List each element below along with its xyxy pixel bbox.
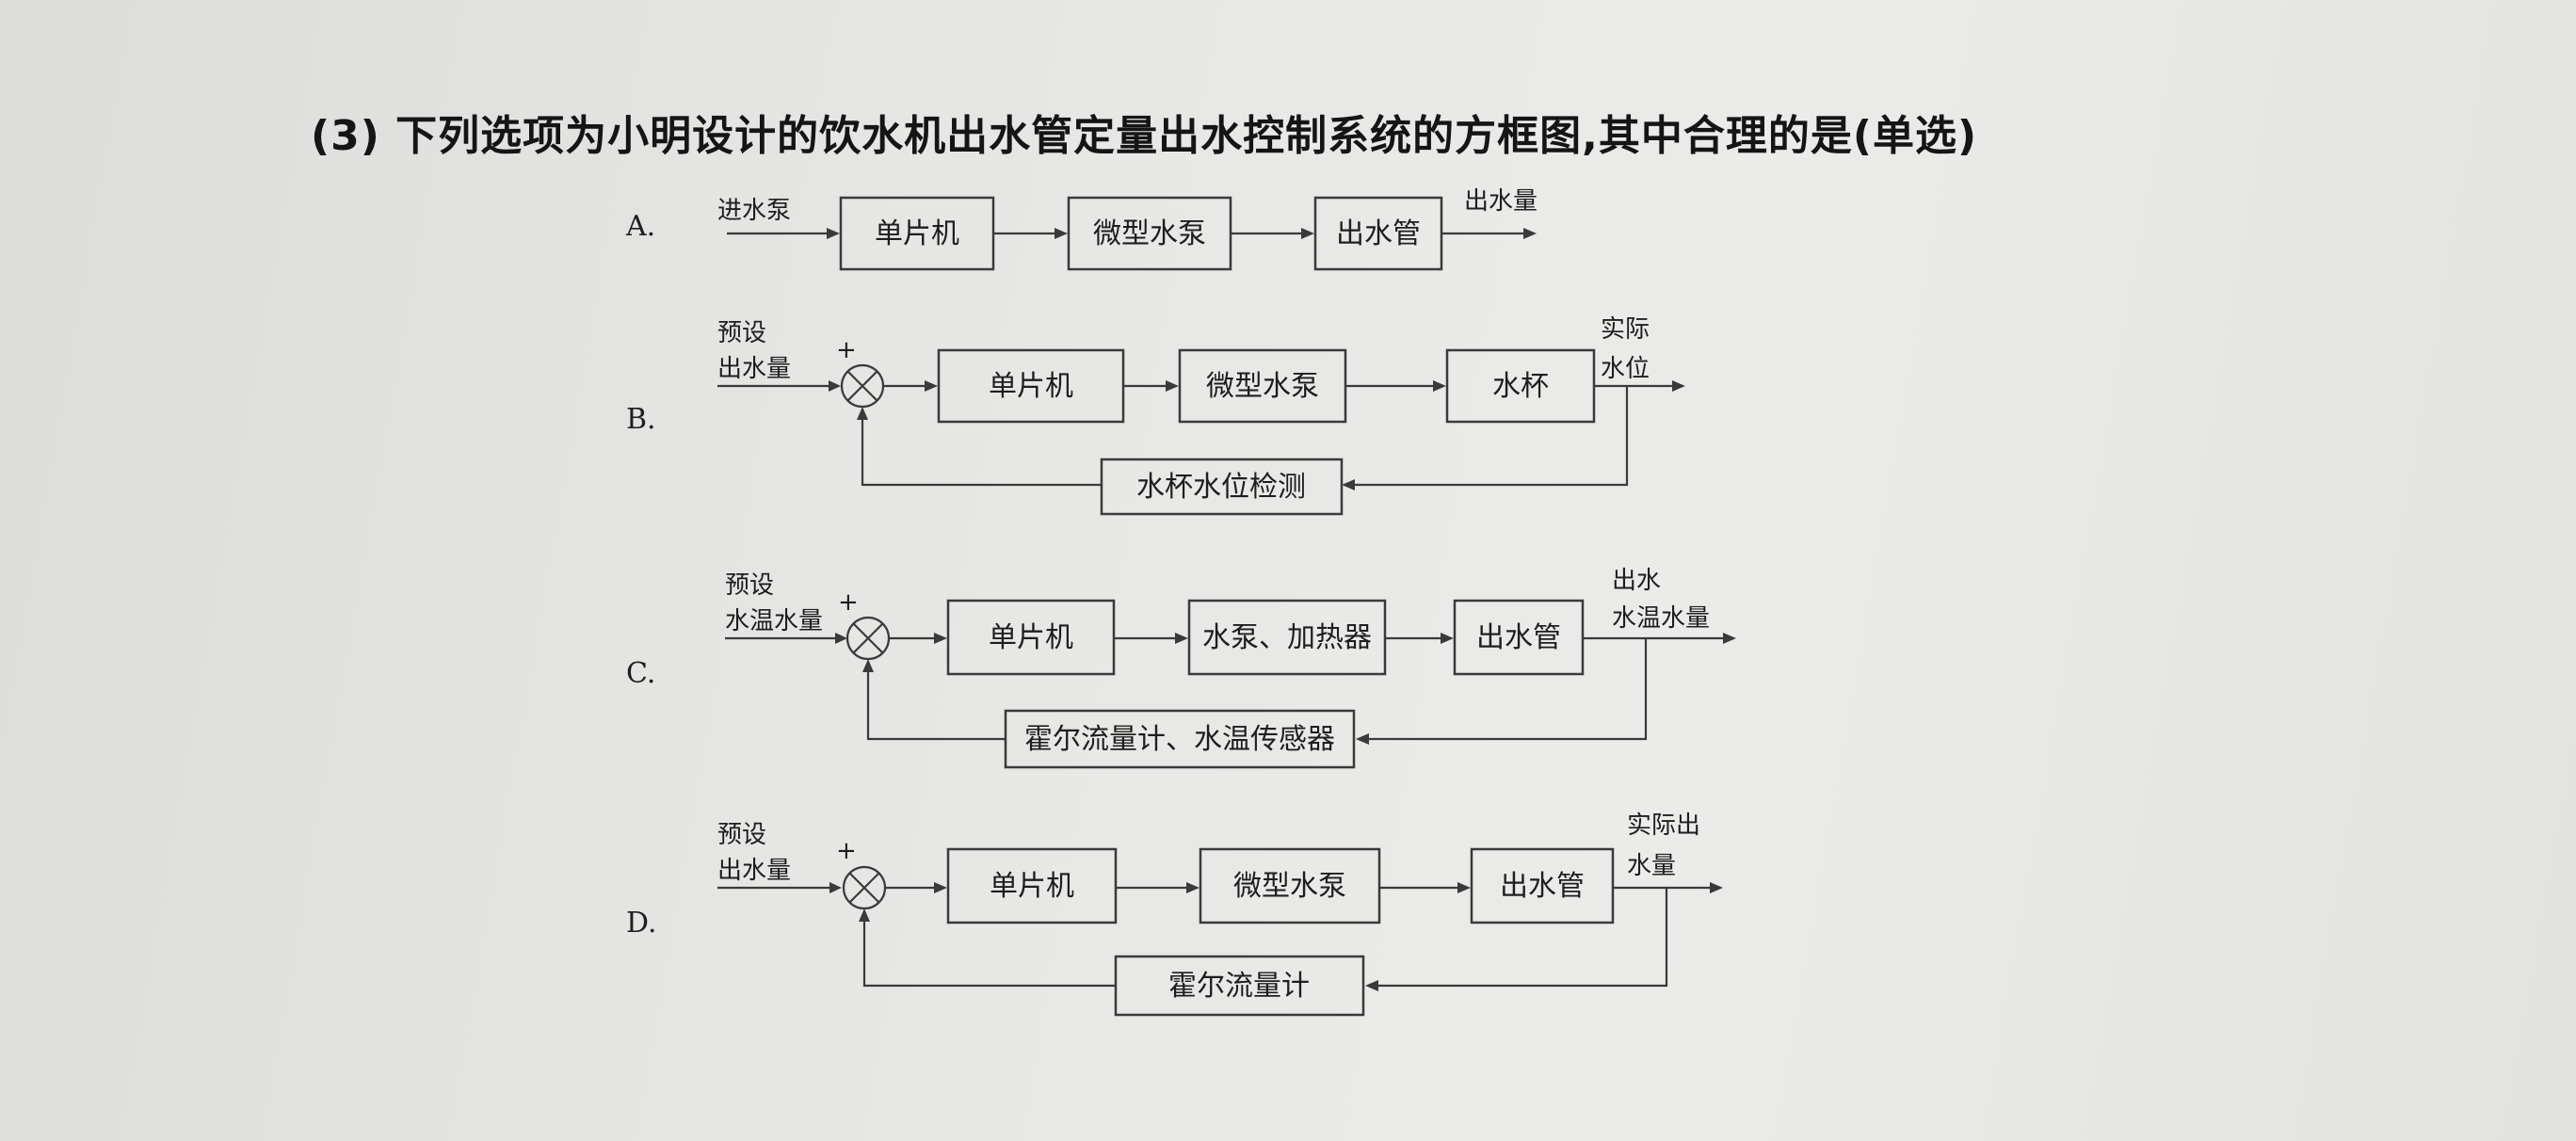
option-b-block-1-label: 单片机 (989, 370, 1073, 403)
option-b-summing-junction (840, 363, 885, 409)
option-d-input-label-1: 预设 (717, 821, 766, 849)
option-b-letter: B. (626, 403, 656, 436)
option-b-block-2-label: 微型水泵 (1206, 370, 1319, 403)
option-a-block-3-label: 出水管 (1336, 217, 1421, 250)
option-a-input-label: 进水泵 (717, 197, 791, 225)
option-d-feedback-arrow-in (1365, 980, 1378, 991)
option-d-input-arrow (829, 882, 842, 893)
option-d-summing-junction (842, 865, 887, 910)
option-d-arrow-2 (1457, 882, 1471, 893)
option-c-feedback-label: 霍尔流量计、水温传感器 (1024, 723, 1335, 756)
option-c-input-arrow (835, 633, 847, 644)
option-b-feedback-line (1353, 386, 1629, 487)
option-b-feedback-arrow-up (857, 407, 868, 420)
option-d-arrow-0 (934, 882, 947, 893)
option-d-feedback-return (862, 920, 1116, 988)
option-c-block-2-label: 水泵、加热器 (1202, 621, 1372, 654)
option-c-arrow-2 (1441, 633, 1454, 644)
option-b-input-label-1: 预设 (717, 319, 766, 347)
option-a-arrow-2 (1301, 228, 1314, 239)
option-d-block-2-label: 微型水泵 (1233, 870, 1346, 903)
option-d-input-label-2: 出水量 (717, 857, 791, 885)
option-b-arrow-2 (1433, 380, 1446, 392)
option-d-block-3 (1470, 847, 1615, 924)
option-d-feedback-arrow-up (859, 908, 870, 922)
option-b-input-arrow (829, 380, 841, 392)
option-b-feedback-arrow-in (1342, 479, 1355, 490)
option-c-plus: + (838, 588, 859, 617)
option-c-feedback-arrow-up (862, 659, 874, 672)
option-b: B. 预设 出水量 + 单片机 微型水泵 水杯 实际 水位 水杯水位检测 (626, 315, 1685, 516)
option-a-output-label: 出水量 (1464, 187, 1538, 216)
option-c-arrow-0 (934, 633, 947, 644)
option-a-block-2-label: 微型水泵 (1093, 217, 1206, 250)
option-c-output-arrow (1723, 633, 1736, 644)
option-b-arrow-0 (925, 380, 938, 392)
option-d-block-3-label: 出水管 (1500, 870, 1585, 903)
option-b-input-label-2: 出水量 (717, 355, 791, 383)
option-a-arrow-1 (1055, 228, 1068, 239)
option-c-output-label-2: 水温水量 (1612, 604, 1710, 633)
option-c-input-label-2: 水温水量 (725, 607, 823, 635)
option-b-output-label-1: 实际 (1601, 315, 1650, 344)
option-d-feedback-line (1377, 888, 1668, 988)
option-c-letter: C. (626, 657, 655, 690)
option-d-block-2 (1199, 847, 1381, 924)
option-c-input-label-1: 预设 (725, 571, 774, 600)
option-d-block-1 (946, 847, 1118, 924)
option-d-arrow-1 (1186, 882, 1199, 893)
option-c-block-1-label: 单片机 (989, 621, 1073, 654)
option-a: A. 进水泵 单片机 微型水泵 出水管 出水量 (625, 187, 1538, 271)
option-b-output-arrow (1672, 380, 1685, 392)
option-c-arrow-1 (1175, 633, 1188, 644)
option-c-block-3-label: 出水管 (1476, 621, 1561, 654)
option-d: D. 预设 出水量 + 单片机 微型水泵 出水管 实际出 水量 霍尔流量计 (626, 812, 1723, 1017)
option-d-plus: + (836, 837, 857, 865)
option-a-input-arrow (827, 228, 840, 239)
option-d-feedback-label: 霍尔流量计 (1168, 970, 1310, 1003)
option-d-output-label-1: 实际出 (1627, 812, 1700, 840)
option-b-plus: + (836, 336, 857, 364)
option-c-feedback-line (1367, 638, 1648, 741)
option-b-output-label-2: 水位 (1601, 355, 1650, 383)
option-c-summing-junction (845, 616, 891, 661)
option-d-letter: D. (626, 907, 657, 940)
option-b-feedback-block (1100, 458, 1344, 516)
option-a-block-1-label: 单片机 (875, 217, 959, 250)
option-d-output-label-2: 水量 (1627, 852, 1676, 880)
option-b-block-3-label: 水杯 (1492, 370, 1549, 403)
option-c-output-label-1: 出水 (1612, 567, 1661, 595)
option-a-letter: A. (625, 210, 655, 243)
option-b-feedback-label: 水杯水位检测 (1136, 471, 1306, 504)
option-c-feedback-return (866, 670, 1006, 741)
option-a-output-arrow (1523, 228, 1537, 239)
question-text: (3) 下列选项为小明设计的饮水机出水管定量出水控制系统的方框图,其中合理的是(… (311, 112, 1978, 160)
option-c: C. 预设 水温水量 + 单片机 水泵、加热器 出水管 出水 水温水量 霍尔流量… (626, 567, 1736, 769)
option-b-arrow-1 (1166, 380, 1179, 392)
option-b-feedback-return (861, 418, 1102, 487)
option-c-feedback-arrow-in (1356, 733, 1369, 745)
option-d-block-1-label: 单片机 (990, 870, 1074, 903)
option-d-output-arrow (1710, 882, 1723, 893)
